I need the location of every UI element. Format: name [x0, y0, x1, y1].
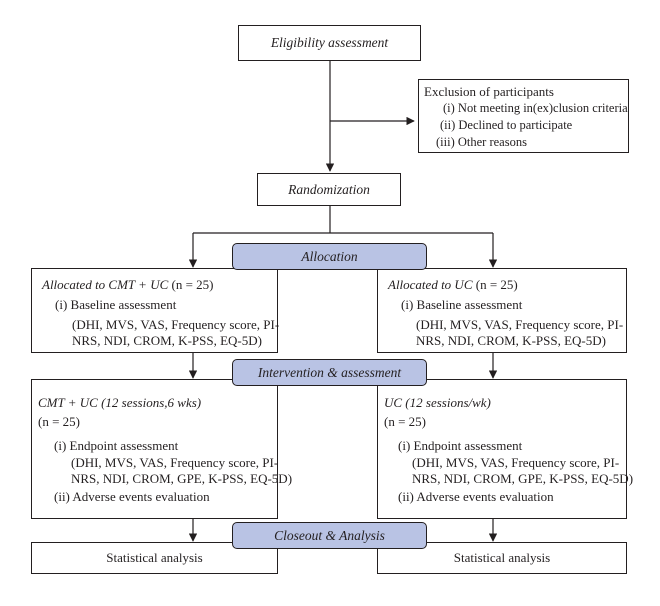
exclusion-title: Exclusion of participants	[424, 84, 554, 99]
left-allocation-measures: NRS, NDI, CROM, K-PSS, EQ-5D)	[72, 333, 262, 348]
exclusion-item: (i) Not meeting in(ex)clusion criteria	[443, 101, 628, 115]
left-allocation-box: Allocated to CMT + UC (n = 25) (i) Basel…	[31, 268, 280, 353]
right-allocation-group: Allocated to UC	[388, 277, 473, 292]
exclusion-item: (iii) Other reasons	[436, 135, 527, 149]
eligibility-box: Eligibility assessment	[238, 25, 421, 61]
left-intervention-item: (i) Endpoint assessment	[54, 438, 179, 453]
right-intervention-box: UC (12 sessions/wk) (n = 25) (i) Endpoin…	[377, 379, 633, 519]
left-allocation-title: Allocated to CMT + UC (n = 25)	[42, 276, 214, 293]
left-allocation-n: (n = 25)	[171, 277, 214, 292]
left-allocation-item: (i) Baseline assessment	[55, 297, 177, 312]
left-intervention-item: (ii) Adverse events evaluation	[54, 489, 210, 504]
left-intervention-measures: (DHI, MVS, VAS, Frequency score, PI-	[71, 455, 279, 470]
randomization-label: Randomization	[288, 181, 370, 197]
left-allocation-measures: (DHI, MVS, VAS, Frequency score, PI-	[72, 317, 280, 332]
eligibility-label: Eligibility assessment	[270, 35, 389, 50]
right-analysis-label: Statistical analysis	[453, 550, 551, 565]
right-allocation-measures: NRS, NDI, CROM, K-PSS, EQ-5D)	[416, 333, 606, 348]
left-analysis-label: Statistical analysis	[106, 550, 203, 565]
right-intervention-item: (i) Endpoint assessment	[398, 438, 523, 453]
stage-allocation-label: Allocation	[301, 248, 358, 264]
right-allocation-measures: (DHI, MVS, VAS, Frequency score, PI-	[416, 317, 624, 332]
right-allocation-box: Allocated to UC (n = 25) (i) Baseline as…	[377, 268, 627, 353]
right-allocation-n: (n = 25)	[475, 277, 518, 292]
stage-allocation: Allocation	[232, 243, 427, 270]
right-intervention-item: (ii) Adverse events evaluation	[398, 489, 554, 504]
right-allocation-title: Allocated to UC (n = 25)	[388, 276, 518, 293]
stage-closeout: Closeout & Analysis	[232, 522, 427, 549]
randomization-box: Randomization	[257, 173, 401, 206]
left-intervention-n: (n = 25)	[38, 414, 80, 429]
stage-intervention-label: Intervention & assessment	[257, 364, 402, 380]
right-intervention-n: (n = 25)	[384, 414, 426, 429]
right-intervention-measures: NRS, NDI, CROM, GPE, K-PSS, EQ-5D)	[412, 471, 634, 486]
left-intervention-title: CMT + UC (12 sessions,6 wks)	[38, 395, 202, 410]
exclusion-box: Exclusion of participants (i) Not meetin…	[418, 79, 629, 153]
left-allocation-group: Allocated to CMT + UC	[42, 277, 169, 292]
exclusion-item: (ii) Declined to participate	[440, 118, 573, 132]
right-intervention-measures: (DHI, MVS, VAS, Frequency score, PI-	[412, 455, 620, 470]
stage-closeout-label: Closeout & Analysis	[274, 527, 385, 543]
right-allocation-item: (i) Baseline assessment	[401, 297, 523, 312]
left-intervention-box: CMT + UC (12 sessions,6 wks) (n = 25) (i…	[31, 379, 292, 519]
right-intervention-title: UC (12 sessions/wk)	[384, 395, 491, 410]
stage-intervention: Intervention & assessment	[232, 359, 427, 386]
left-intervention-measures: NRS, NDI, CROM, GPE, K-PSS, EQ-5D)	[71, 471, 293, 486]
